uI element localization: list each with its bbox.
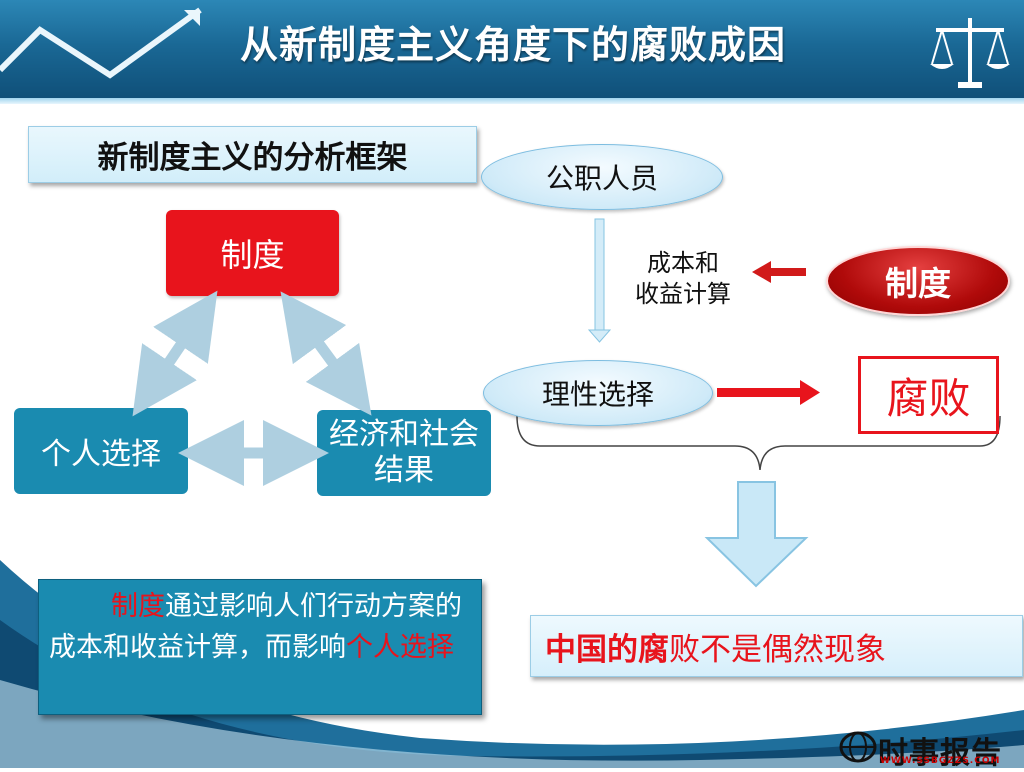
institution-node: 制度	[166, 210, 339, 296]
cost-benefit-line2: 收益计算	[618, 279, 748, 310]
description-box: 制度通过影响人们行动方案的成本和收益计算，而影响个人选择	[38, 579, 482, 715]
arrow-official-rational	[595, 219, 604, 331]
conclusion-rest: 败不是偶然现象	[669, 624, 886, 669]
framework-title: 新制度主义的分析框架	[28, 126, 477, 183]
desc-institution: 制度	[111, 591, 165, 622]
official-node: 公职人员	[481, 144, 723, 210]
rational-choice-node: 理性选择	[483, 360, 713, 426]
arrow-rational-corruption	[717, 388, 801, 397]
justice-scale-icon	[928, 12, 1012, 92]
header-divider	[0, 98, 1024, 104]
logo-url: WWW.SSBGZZS.COM	[880, 756, 1000, 766]
institution-ellipse: 制度	[826, 246, 1010, 316]
cost-benefit-label: 成本和 收益计算	[618, 248, 748, 310]
outcome-node: 经济和社会结果	[317, 410, 491, 496]
conclusion-bold: 中国的腐	[545, 624, 669, 669]
arrow-institution-outcome	[300, 318, 352, 389]
arrow-institution-cost	[770, 268, 806, 276]
outcome-label: 经济和社会结果	[329, 417, 479, 489]
trend-arrow-icon	[0, 0, 240, 100]
page-title: 从新制度主义角度下的腐败成因	[240, 14, 786, 69]
desc-individual-choice: 个人选择	[346, 632, 454, 663]
corruption-node: 腐败	[858, 356, 999, 434]
slide-header: 从新制度主义角度下的腐败成因	[0, 0, 1024, 100]
conclusion-box: 中国的腐败不是偶然现象	[530, 615, 1023, 677]
individual-choice-node: 个人选择	[14, 408, 188, 494]
cost-benefit-line1: 成本和	[618, 248, 748, 279]
arrow-institution-individual	[151, 318, 199, 389]
globe-logo-icon	[838, 730, 878, 764]
